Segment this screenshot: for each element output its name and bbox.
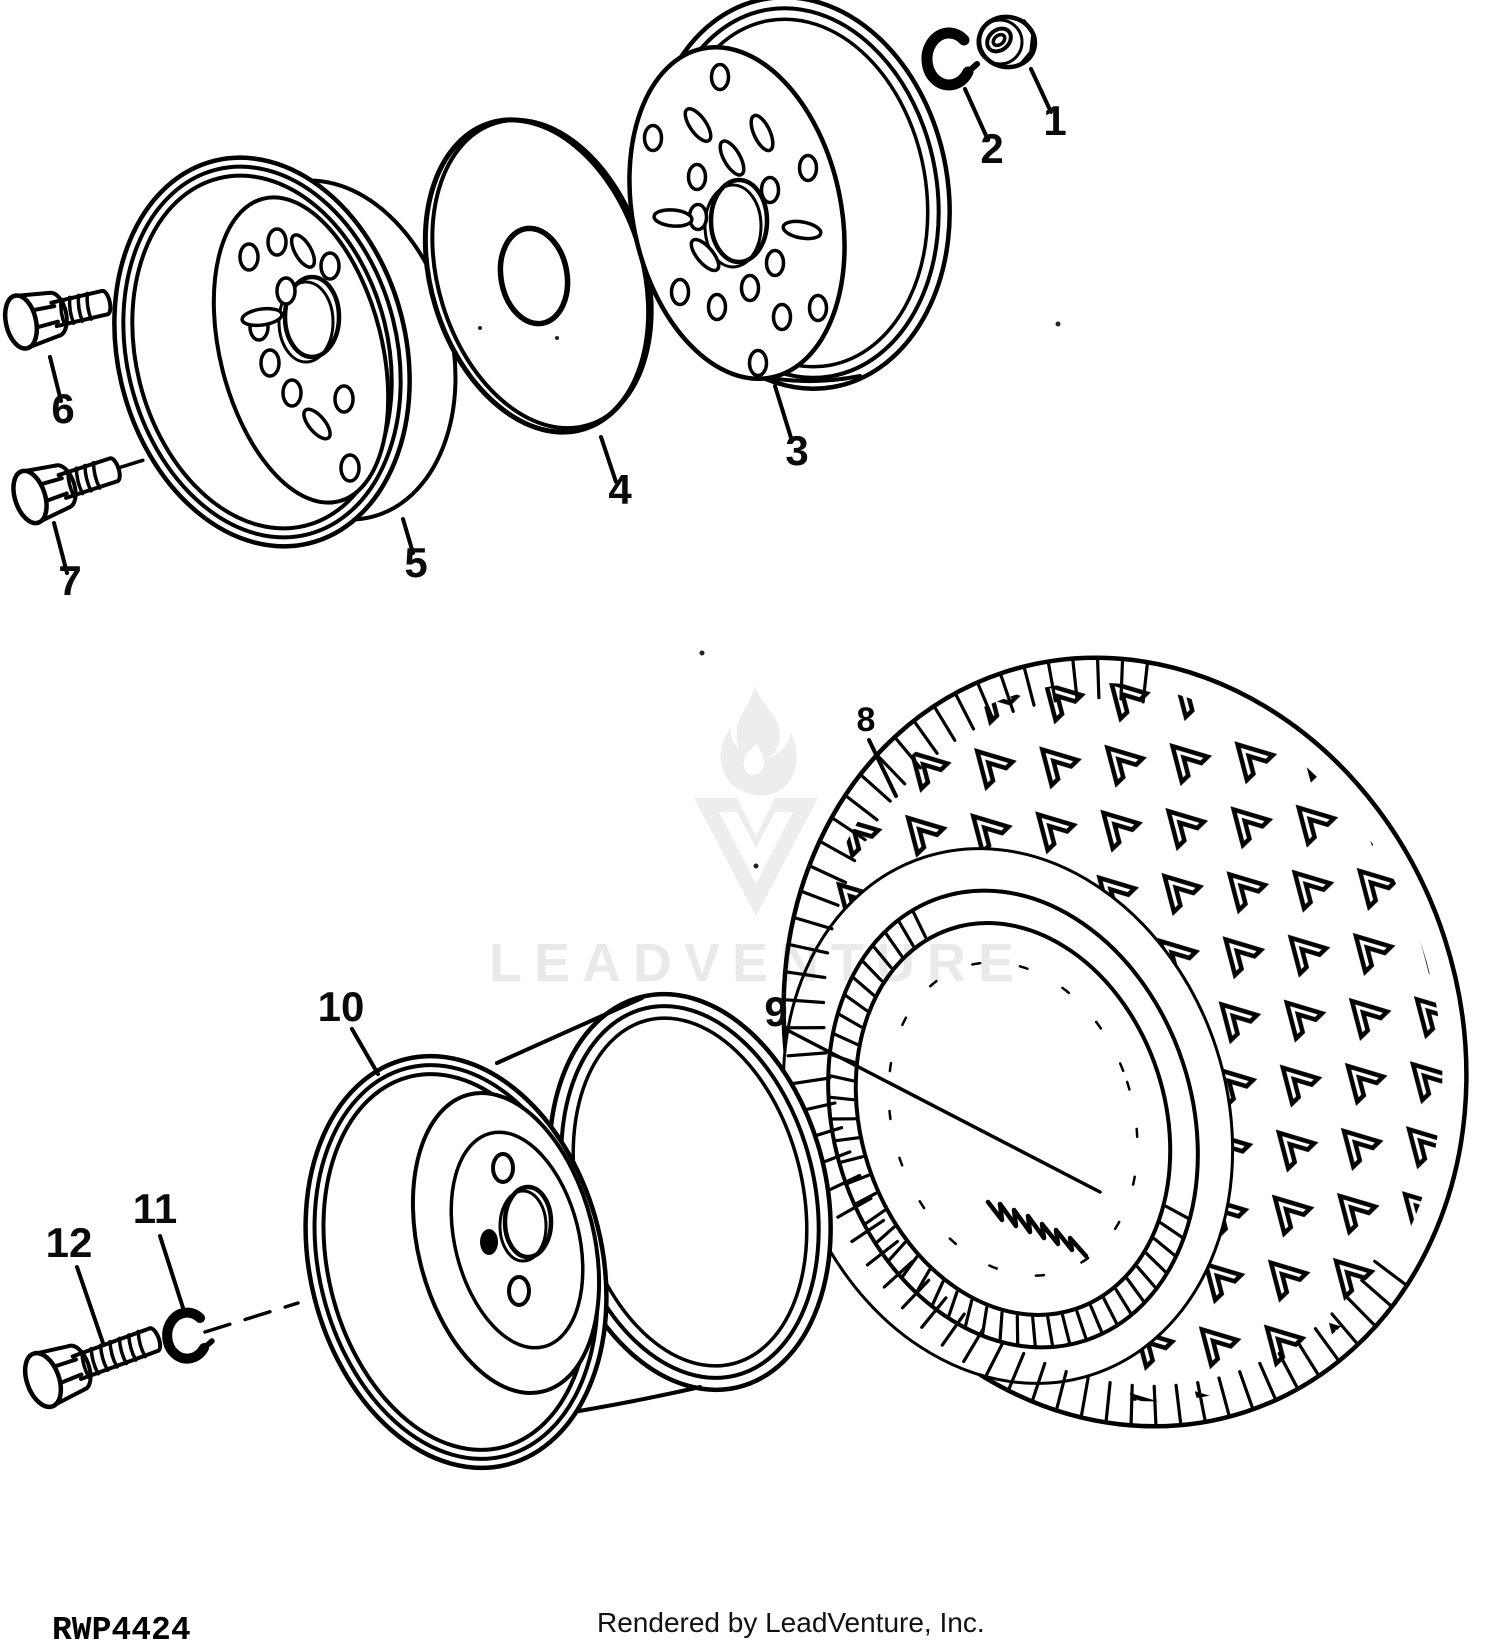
callout-9-label[interactable]: 9: [764, 988, 787, 1035]
callouts: 1 2 3 4 5 6 7 8: [46, 67, 1102, 1345]
watermark: LEADVENTURE: [489, 686, 1026, 993]
callout-2[interactable]: 2: [963, 87, 1004, 172]
callout-3-leader: [773, 384, 794, 443]
render-credit: Rendered by LeadVenture, Inc.: [597, 1607, 985, 1638]
callout-6[interactable]: 6: [48, 355, 75, 432]
leadventure-v-icon: [694, 798, 818, 916]
callout-1[interactable]: 1: [1029, 67, 1067, 144]
part-wheel-rim-5: [112, 155, 458, 549]
callout-4[interactable]: 4: [599, 435, 632, 513]
part-cap-screw-7: [11, 456, 122, 526]
callout-2-label[interactable]: 2: [980, 125, 1003, 172]
callout-10-label[interactable]: 10: [318, 983, 365, 1030]
leadventure-flame-icon: [720, 686, 797, 796]
part-wheel-rim-3: [627, 0, 952, 391]
callout-11-label[interactable]: 11: [133, 1185, 177, 1232]
callout-10[interactable]: 10: [318, 983, 380, 1076]
part-cap-screw-6: [2, 288, 113, 351]
callout-8-leader: [867, 738, 898, 798]
callout-10-leader: [350, 1027, 380, 1076]
rim-5-bolt-holes: [238, 227, 361, 483]
callout-6-label[interactable]: 6: [51, 385, 74, 432]
part-flange-nut-1: [976, 14, 1038, 70]
callout-3-label[interactable]: 3: [785, 427, 808, 474]
callout-5[interactable]: 5: [401, 517, 428, 586]
part-cap-screw-12: [22, 1326, 163, 1410]
callout-7[interactable]: 7: [52, 521, 82, 604]
callout-9[interactable]: 9: [764, 988, 1102, 1194]
callout-7-leader: [52, 521, 69, 575]
part-lock-washer-2: [921, 27, 980, 91]
callout-5-label[interactable]: 5: [404, 539, 427, 586]
callout-3[interactable]: 3: [773, 384, 809, 474]
callout-8-label[interactable]: 8: [857, 701, 876, 739]
callout-1-label[interactable]: 1: [1043, 97, 1066, 144]
callout-4-leader: [599, 435, 618, 484]
rim-3-bolt-holes: [642, 62, 829, 378]
tire-brand-marking: [985, 1199, 1089, 1259]
callout-2-leader: [963, 87, 990, 142]
callout-6-leader: [48, 355, 63, 403]
callout-1-leader: [1029, 67, 1053, 114]
callout-12-leader: [75, 1265, 105, 1345]
callout-4-label[interactable]: 4: [608, 466, 632, 513]
callout-9-leader: [787, 1029, 1102, 1194]
callout-7-label[interactable]: 7: [58, 557, 81, 604]
part-lock-washer-11: [162, 1307, 215, 1364]
callout-11[interactable]: 11: [133, 1185, 186, 1313]
scan-noise-dots: [478, 321, 1061, 869]
callout-12[interactable]: 12: [46, 1219, 105, 1345]
rim-10-lug-holes: [480, 1152, 531, 1307]
callout-8[interactable]: 8: [857, 701, 898, 798]
part-cover-disc-4: [422, 117, 654, 435]
watermark-text: LEADVENTURE: [489, 933, 1026, 993]
drawing-code: RWP4424: [52, 1612, 191, 1647]
footer: RWP4424 Rendered by LeadVenture, Inc.: [52, 1607, 985, 1647]
callout-5-leader: [401, 517, 415, 555]
callout-11-leader: [158, 1234, 186, 1313]
callout-12-label[interactable]: 12: [46, 1219, 93, 1266]
part-wheel-rim-10: [303, 991, 833, 1471]
